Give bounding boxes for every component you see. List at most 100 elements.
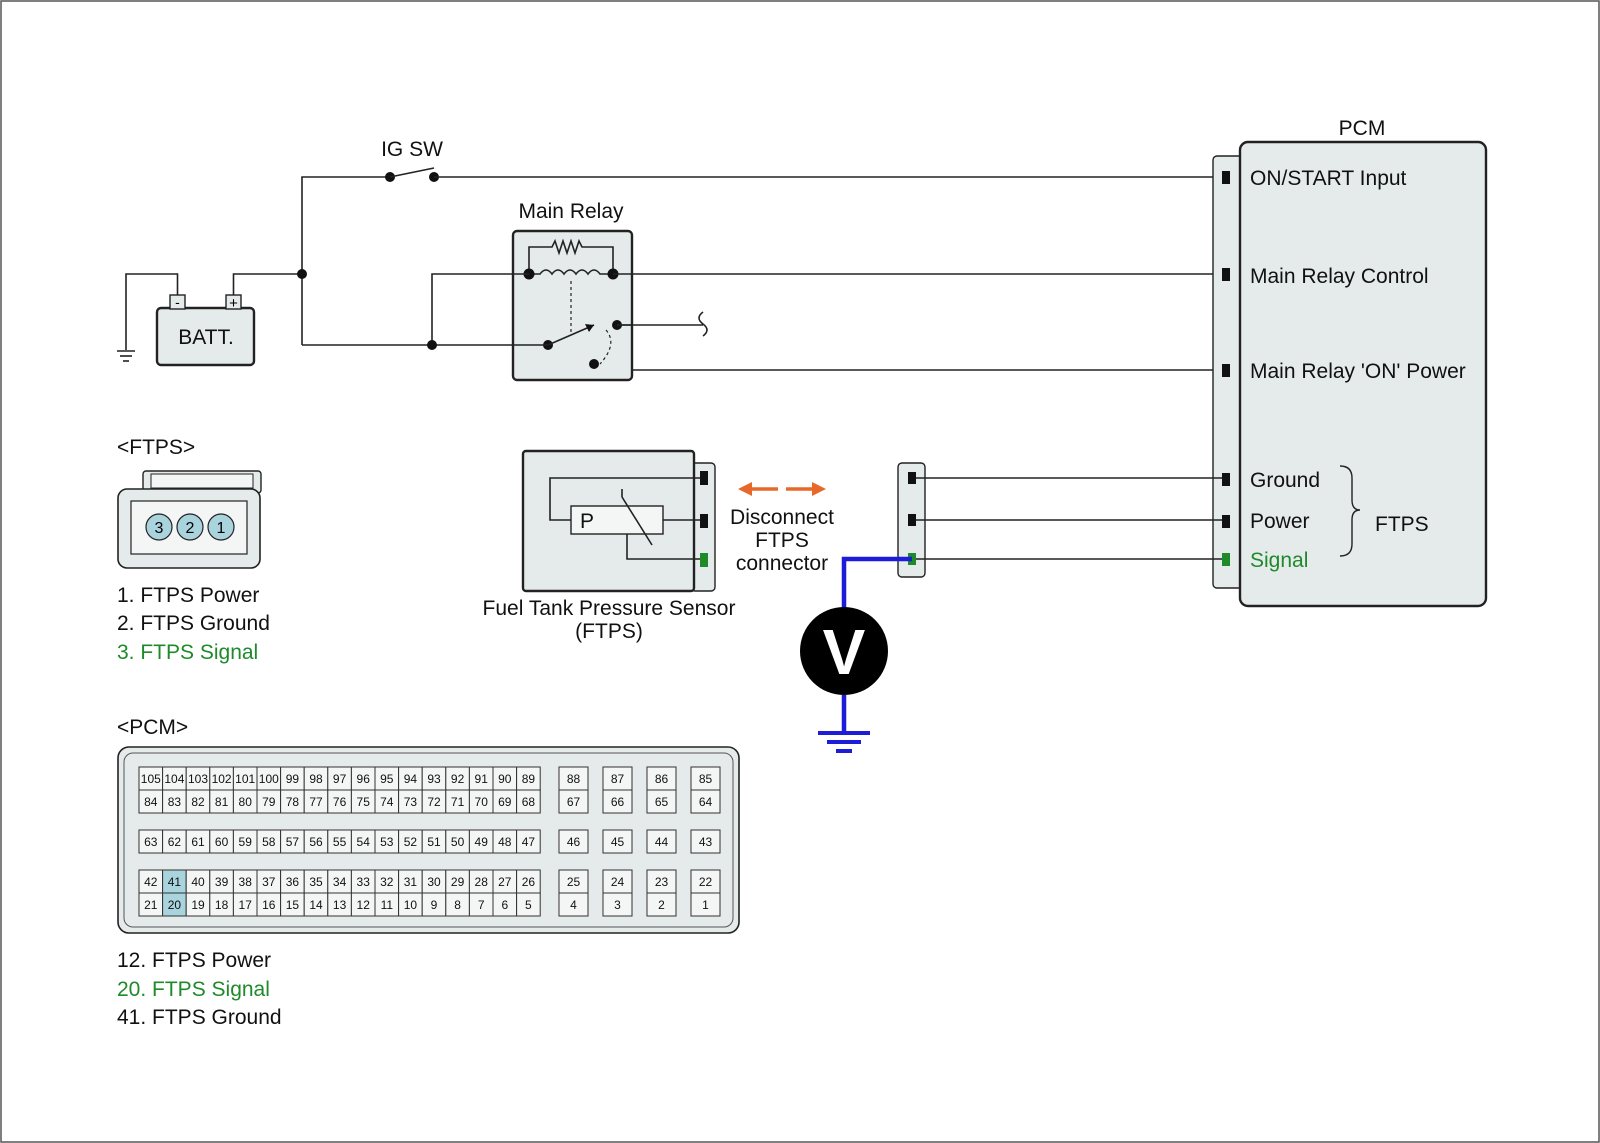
pcm-pin-number: 74 (380, 795, 394, 809)
ftps-pin-3: 3 (155, 520, 164, 537)
pcm-pin-cell (516, 892, 541, 917)
pcm-pin-number: 90 (498, 772, 512, 786)
pcm-pin-number: 89 (522, 772, 536, 786)
pcm-pin-number: 8 (454, 898, 461, 912)
pcm-title: PCM (1339, 117, 1386, 140)
pcm-pin-number: 44 (655, 835, 669, 849)
ftps-pin-2: 2 (186, 520, 195, 537)
disconnect-arrows-icon (738, 482, 826, 496)
pcm-pin-cell (602, 789, 633, 814)
pcm-pin-cell (516, 789, 541, 814)
pcm-pin-cell (690, 892, 721, 917)
pcm-pin-number: 34 (333, 875, 347, 889)
pcm-pin-number: 53 (380, 835, 394, 849)
pcm-pin-number: 63 (144, 835, 158, 849)
pcm-pin-number: 99 (286, 772, 300, 786)
pcm-module: PCM ON/START Input Main Relay Control Ma… (1212, 117, 1488, 608)
pcm-pin-number: 54 (357, 835, 371, 849)
pcm-pin-number: 11 (381, 898, 394, 912)
pcm-pin-number: 79 (262, 795, 276, 809)
sensor-abbr: (FTPS) (575, 620, 643, 643)
pcm-pin-number: 41 (168, 875, 182, 889)
pcm-pin-number: 46 (567, 835, 581, 849)
pcm-pin-number: 36 (286, 875, 300, 889)
pcm-pin-cell (690, 829, 721, 854)
pcm-pin-number: 82 (191, 795, 205, 809)
pcm-pin-number: 95 (380, 772, 394, 786)
pcm-pin-number: 23 (655, 875, 669, 889)
pcm-pin-number: 31 (404, 875, 418, 889)
pcm-pin-main-relay-control: Main Relay Control (1250, 265, 1429, 288)
voltmeter-ground-icon (818, 731, 870, 753)
pcm-pin-number: 64 (699, 795, 713, 809)
pcm-pin-number: 92 (451, 772, 465, 786)
pcm-pin-number: 51 (427, 835, 441, 849)
voltmeter-positive-lead (841, 556, 912, 612)
pcm-pin-number: 60 (215, 835, 229, 849)
pcm-pin-number: 10 (404, 898, 418, 912)
pcm-pin-number: 93 (427, 772, 441, 786)
pcm-pin-number: 26 (522, 875, 536, 889)
pcm-pin-number: 17 (239, 898, 253, 912)
pcm-connector-title: <PCM> (117, 716, 188, 739)
ig-sw-label: IG SW (381, 138, 443, 161)
battery: BATT. - + (155, 294, 256, 367)
pcm-pin-number: 21 (144, 898, 158, 912)
ignition-switch: IG SW (381, 138, 443, 182)
pcm-legend-2: 20. FTPS Signal (117, 978, 270, 1001)
pcm-pin-number: 24 (611, 875, 625, 889)
pcm-pin-number: 104 (164, 772, 184, 786)
pcm-pin-number: 33 (357, 875, 371, 889)
pcm-pin-number: 62 (168, 835, 182, 849)
pcm-pin-number: 29 (451, 875, 465, 889)
pcm-pin-signal: Signal (1250, 549, 1308, 572)
pcm-pin-number: 97 (333, 772, 347, 786)
pcm-pin-number: 3 (614, 898, 621, 912)
pcm-pin-number: 105 (141, 772, 161, 786)
pcm-pin-number: 72 (427, 795, 441, 809)
pcm-legend-3: 41. FTPS Ground (117, 1006, 282, 1029)
pcm-pin-number: 88 (567, 772, 581, 786)
pcm-pin-number: 6 (501, 898, 508, 912)
pcm-pin-ground: Ground (1250, 469, 1320, 492)
pcm-pin-number: 12 (357, 898, 371, 912)
pcm-ftps-group-label: FTPS (1375, 513, 1429, 536)
pcm-pin-cell (646, 789, 677, 814)
pcm-pin-number: 14 (309, 898, 323, 912)
ftps-legend-3: 3. FTPS Signal (117, 641, 258, 664)
pcm-pin-number: 22 (699, 875, 713, 889)
ftps-pin-1: 1 (217, 520, 226, 537)
disconnect-label-line2: FTPS (755, 529, 809, 552)
pcm-pin-number: 102 (212, 772, 232, 786)
pcm-pin-cell (558, 829, 589, 854)
main-relay-label: Main Relay (518, 200, 624, 223)
ground-symbol (117, 273, 179, 362)
pcm-pin-number: 45 (611, 835, 625, 849)
pcm-pin-number: 25 (567, 875, 581, 889)
pcm-pin-number: 40 (191, 875, 205, 889)
pcm-pin-number: 9 (431, 898, 438, 912)
pcm-pin-cell (646, 829, 677, 854)
pcm-pin-number: 42 (144, 875, 158, 889)
pcm-pin-number: 38 (239, 875, 253, 889)
pcm-pin-number: 94 (404, 772, 418, 786)
pcm-pin-number: 85 (699, 772, 713, 786)
pcm-pin-cell (602, 892, 633, 917)
pcm-pin-number: 100 (259, 772, 279, 786)
pcm-pin-number: 80 (239, 795, 253, 809)
pcm-pin-number: 27 (498, 875, 512, 889)
pcm-pin-number: 76 (333, 795, 347, 809)
pcm-pin-number: 16 (262, 898, 276, 912)
pcm-pin-number: 56 (309, 835, 323, 849)
pcm-pin-number: 101 (235, 772, 255, 786)
pcm-pin-number: 1 (702, 898, 709, 912)
battery-negative-terminal: - (175, 294, 180, 310)
pcm-pin-number: 28 (475, 875, 489, 889)
pcm-pin-number: 71 (451, 795, 465, 809)
pcm-pin-number: 47 (522, 835, 536, 849)
pcm-pin-number: 69 (498, 795, 512, 809)
pcm-pin-number: 98 (309, 772, 323, 786)
pcm-pin-number: 81 (215, 795, 229, 809)
